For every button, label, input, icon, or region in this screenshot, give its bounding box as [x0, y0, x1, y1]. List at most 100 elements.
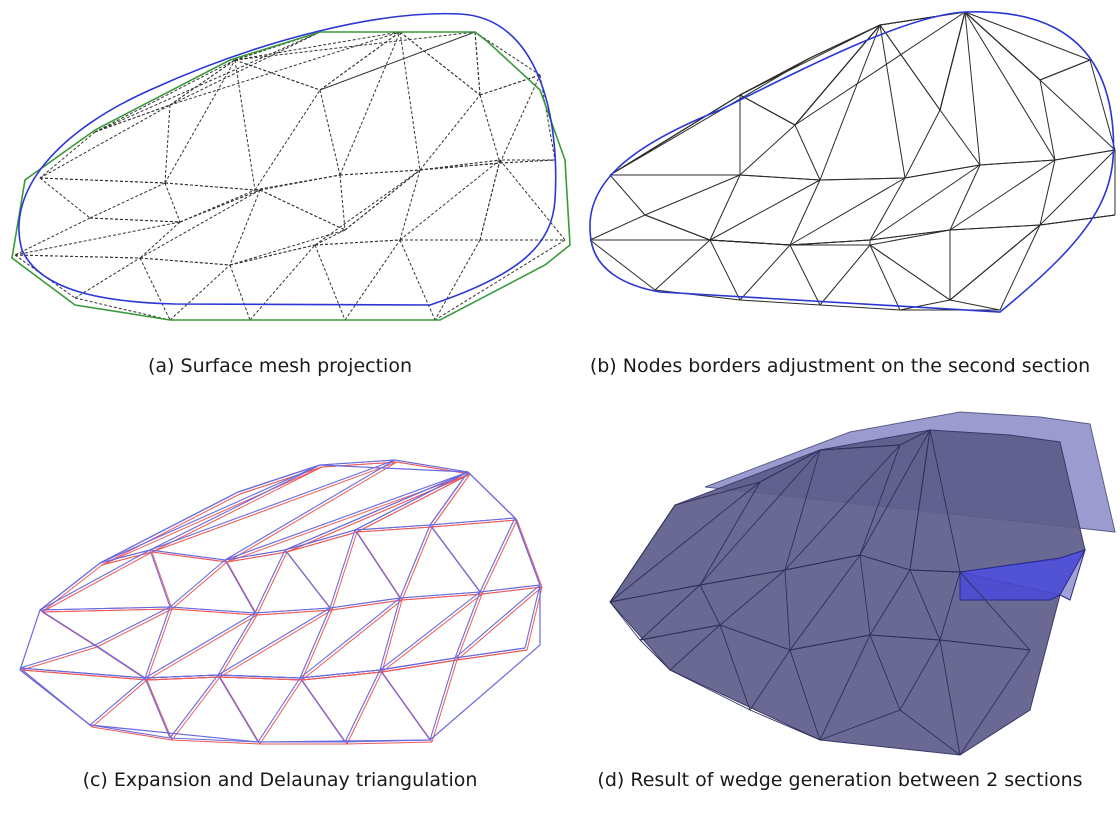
mesh-edge: [229, 264, 251, 321]
delaunay-edge: [299, 677, 346, 743]
mesh-edge: [169, 264, 231, 321]
mesh-edge: [139, 221, 181, 259]
expanded-edge: [101, 466, 323, 566]
expanded-edge: [401, 526, 433, 601]
delaunay-edge: [299, 607, 331, 679]
delaunay-edge: [524, 584, 541, 649]
wedge-mesh-edge: [699, 569, 786, 586]
delaunay-edge: [217, 674, 259, 743]
expanded-edge: [381, 659, 458, 673]
mesh-edge: [794, 124, 821, 181]
mesh-edge: [399, 169, 421, 241]
mesh-edge: [314, 244, 346, 321]
expanded-edge: [101, 551, 153, 566]
mesh-edge: [39, 131, 96, 179]
mesh-edge: [164, 59, 236, 184]
panel-d-wedge-drawing: [609, 411, 1116, 756]
expanded-edge: [96, 608, 173, 648]
delaunay-edge: [39, 609, 96, 646]
wedge-mesh-edge: [609, 584, 701, 603]
mesh-edge: [419, 159, 501, 171]
mesh-edge: [94, 31, 321, 133]
mesh-edge: [74, 297, 171, 321]
expanded-edge: [516, 519, 543, 588]
mesh-edge: [399, 31, 421, 171]
delaunay-edge: [257, 677, 301, 743]
wedge-mesh-edge: [899, 639, 941, 711]
expanded-edge: [41, 564, 103, 613]
mesh-edge: [234, 59, 321, 91]
delaunay-edge: [224, 549, 286, 561]
wedge-mesh-edge: [669, 624, 721, 671]
delaunay-edge: [149, 549, 226, 561]
delaunay-edge: [19, 644, 96, 669]
mesh-edge: [964, 11, 1041, 81]
delaunay-edge: [39, 549, 151, 611]
caption-b: (b) Nodes borders adjustment on the seco…: [589, 355, 1091, 377]
panel-b-mesh-drawing: [589, 10, 1116, 313]
wedge-mesh-edge: [784, 449, 821, 571]
wedge-mesh-edge: [669, 669, 751, 711]
mesh-edge: [434, 239, 566, 321]
delaunay-edge: [379, 657, 456, 671]
caption-c: (c) Expansion and Delaunay triangulation: [82, 769, 478, 791]
mesh-edge: [654, 239, 711, 291]
mesh-edge: [1054, 149, 1116, 161]
mesh-edge: [709, 179, 821, 241]
wedge-mesh-edge: [749, 649, 791, 711]
mesh-edge: [1039, 79, 1056, 161]
mesh-edge: [314, 229, 346, 246]
panel-d-wedge-generation: [580, 410, 1120, 760]
mesh-edge: [869, 244, 951, 301]
mesh-edge: [819, 244, 871, 306]
expanded-edge: [456, 649, 528, 661]
delaunay-edge: [217, 674, 301, 679]
mesh-edge: [999, 224, 1041, 311]
mesh-edge: [794, 11, 966, 126]
expanded-edge: [219, 676, 303, 681]
mesh-edge: [344, 169, 421, 231]
mesh-edge: [739, 57, 811, 96]
expanded-edge: [171, 676, 221, 741]
mesh-edge: [94, 104, 171, 133]
delaunay-edge: [144, 606, 171, 679]
mesh-edge: [964, 11, 981, 166]
mesh-edge: [869, 164, 981, 241]
delaunay-edge: [217, 612, 256, 676]
delaunay-edge: [319, 459, 396, 466]
mesh-edge: [904, 109, 941, 179]
panel-a-mesh-drawing: [11, 12, 571, 321]
mesh-edge: [399, 239, 436, 321]
mesh-edge: [609, 57, 811, 176]
delaunay-edge: [89, 677, 146, 726]
delaunay-edge: [399, 591, 481, 599]
delaunay-edge: [354, 524, 431, 531]
mesh-edge: [809, 24, 881, 59]
mesh-edge: [789, 177, 906, 246]
mesh-edge: [1039, 79, 1116, 151]
mesh-edge: [139, 189, 261, 259]
mesh-edge: [169, 31, 321, 106]
wedge-mesh-edge: [929, 429, 961, 573]
delaunay-edge: [254, 607, 331, 614]
mesh-edge: [589, 214, 646, 241]
mesh-edge: [339, 169, 421, 176]
wedge-mesh-edge: [869, 634, 901, 711]
expanded-edge: [151, 466, 323, 553]
wedge-mesh-edge: [859, 429, 931, 556]
delaunay-edge: [429, 657, 456, 741]
mesh-edge: [1039, 214, 1116, 226]
expanded-edge: [171, 608, 258, 616]
mesh-edge: [229, 229, 346, 266]
mesh-edge: [644, 174, 741, 216]
wedge-mesh-edge: [789, 634, 871, 651]
expanded-edge: [21, 669, 148, 681]
expanded-edge: [171, 561, 228, 610]
delaunay-edge: [429, 471, 469, 526]
wedge-mesh-edge: [939, 571, 961, 641]
wedge-mesh-edge: [939, 639, 1031, 651]
mesh-edge: [949, 224, 1041, 301]
delaunay-edge: [479, 584, 541, 593]
mesh-edge: [399, 159, 501, 241]
expanded-edge: [381, 593, 483, 673]
